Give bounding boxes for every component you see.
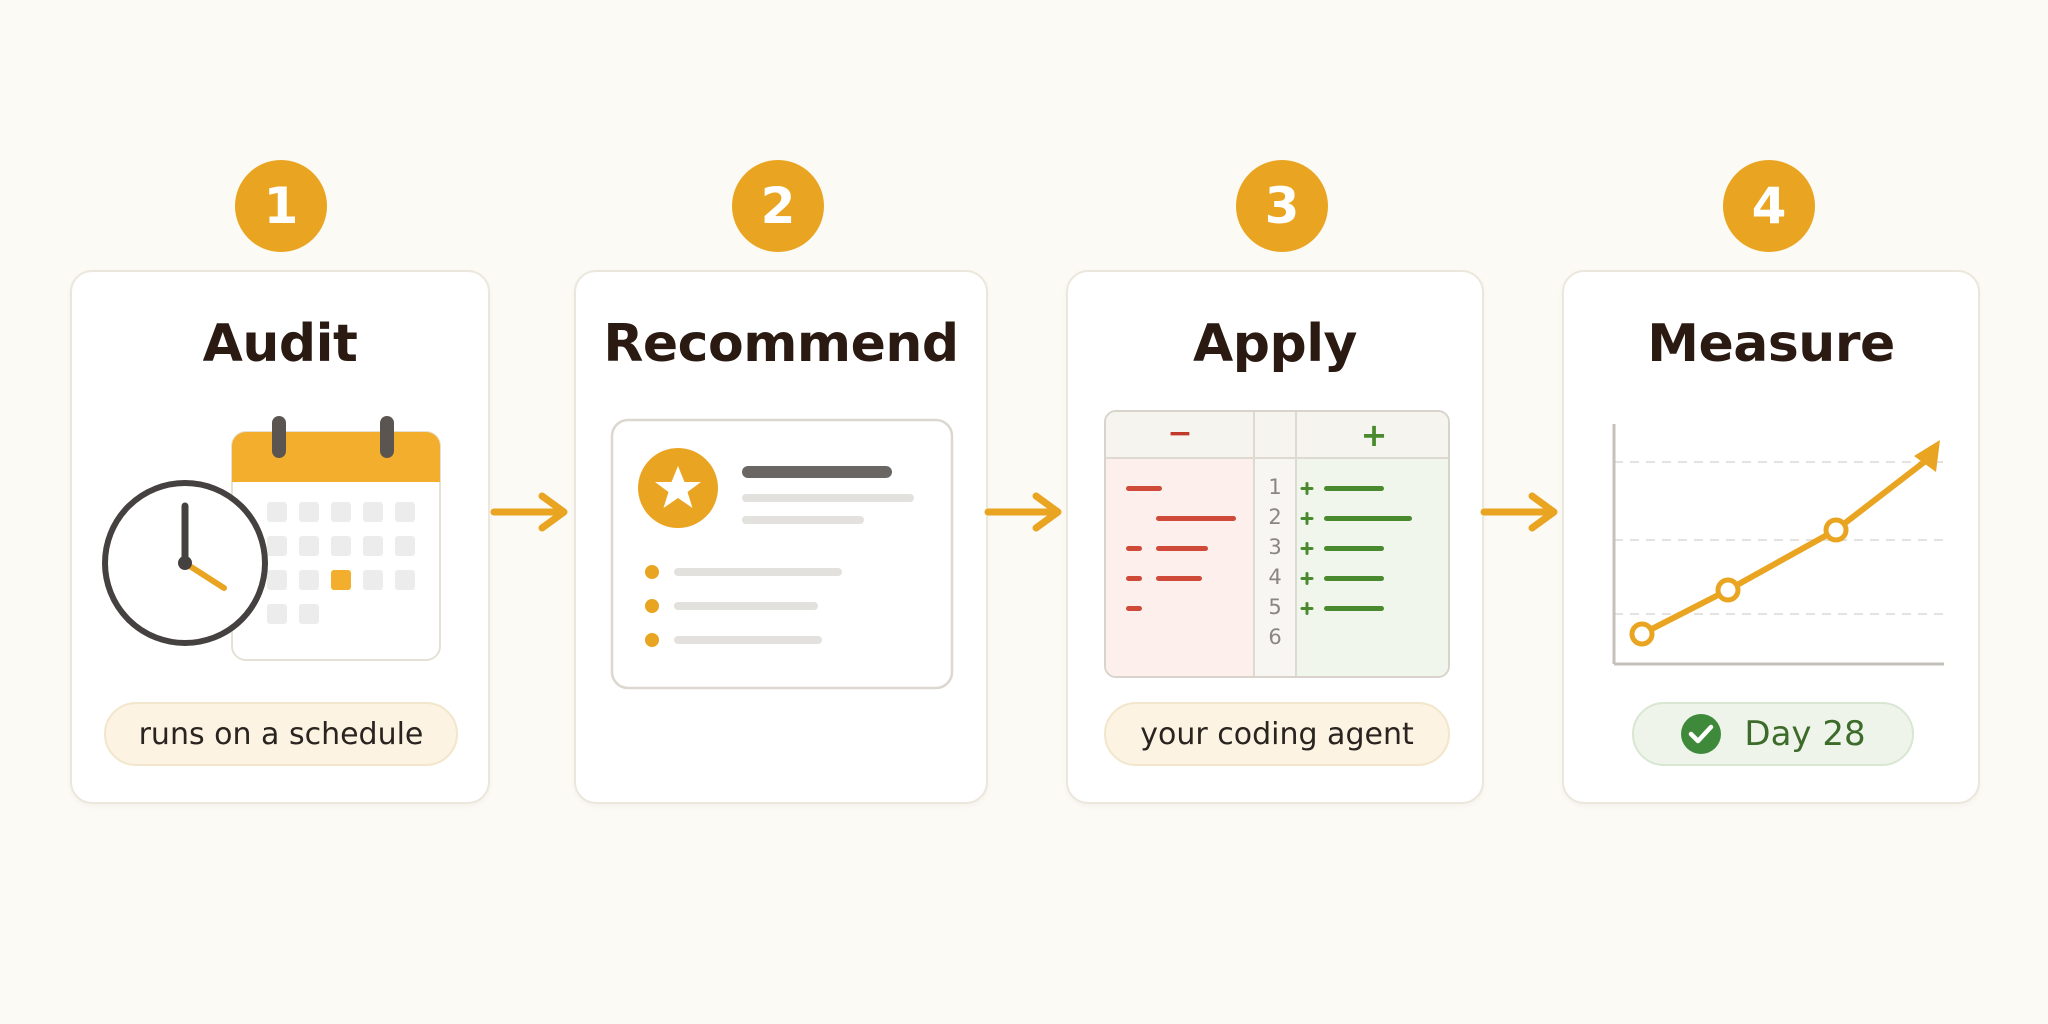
arrow-1-icon (490, 492, 568, 532)
step-4-number: 4 (1723, 160, 1815, 252)
step-2-number: 2 (732, 160, 824, 252)
arrow-3-icon (1480, 492, 1558, 532)
clock-icon (102, 480, 268, 646)
measure-tag: Day 28 (1632, 702, 1914, 766)
measure-tag-label: Day 28 (1744, 714, 1866, 754)
calendar-icon (231, 416, 441, 661)
line-number: 2 (1268, 505, 1282, 529)
measure-title: Measure (1647, 314, 1895, 374)
check-circle-icon (1681, 714, 1722, 754)
star-icon (638, 448, 718, 528)
recommend-title: Recommend (603, 314, 959, 374)
line-number: 3 (1268, 535, 1282, 559)
recommendation-panel (610, 418, 954, 690)
apply-tag: your coding agent (1104, 702, 1450, 766)
arrow-2-icon (984, 492, 1062, 532)
audit-card: Audit runs on a schedule (70, 270, 490, 804)
line-number: 4 (1268, 565, 1282, 589)
line-number: 6 (1268, 625, 1282, 649)
audit-illustration (102, 416, 441, 661)
diff-line-numbers: 1 2 3 4 5 6 (1254, 472, 1296, 652)
diff-background (1106, 412, 1448, 676)
diff-minus-header: − (1167, 416, 1193, 451)
line-number: 5 (1268, 595, 1282, 619)
apply-card: Apply (1066, 270, 1484, 804)
measure-card: Measure Day 28 (1562, 270, 1980, 804)
trend-chart-icon (1612, 424, 1944, 666)
apply-title: Apply (1193, 314, 1357, 374)
step-1-number: 1 (235, 160, 327, 252)
audit-title: Audit (202, 314, 358, 374)
diff-view: − + 1 2 3 4 5 6 (1104, 410, 1450, 678)
step-3-number: 3 (1236, 160, 1328, 252)
recommend-card: Recommend (574, 270, 988, 804)
audit-tag: runs on a schedule (104, 702, 458, 766)
diff-plus-header: + (1360, 416, 1388, 454)
line-number: 1 (1268, 475, 1282, 499)
